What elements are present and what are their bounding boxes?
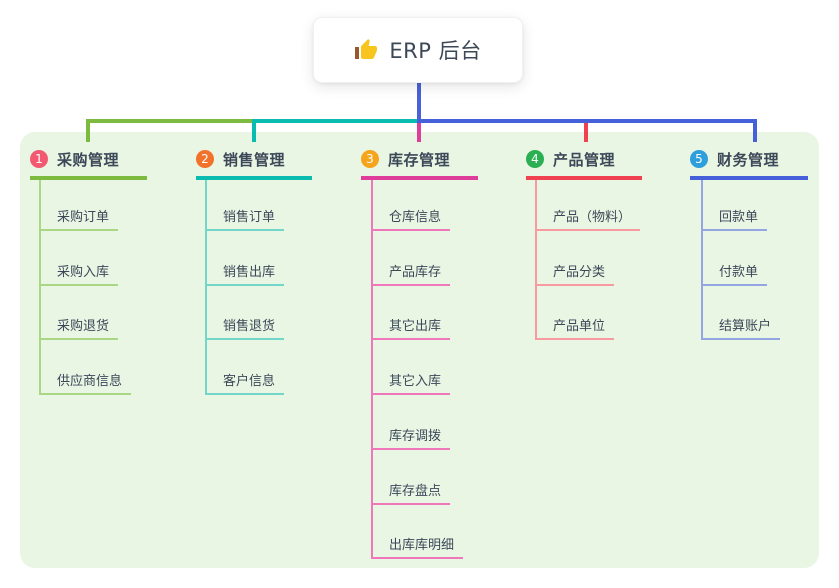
branch-node-2[interactable]: 2 销售管理 [196,148,312,180]
child-node[interactable]: 销售出库 [205,262,285,286]
branch-4-number-badge: 4 [526,150,544,168]
child-node[interactable]: 其它出库 [371,316,451,340]
branch-5-number-badge: 5 [690,150,708,168]
child-node[interactable]: 结算账户 [701,316,781,340]
child-node[interactable]: 采购退货 [39,316,119,340]
branch-1-number-badge: 1 [30,150,48,168]
branch-1-label: 采购管理 [57,150,120,169]
child-node[interactable]: 产品单位 [535,316,615,340]
child-node[interactable]: 库存盘点 [371,481,451,505]
branch-2-number-badge: 2 [196,150,214,168]
branch-node-1[interactable]: 1 采购管理 [30,148,147,180]
branch-4-child-rail [535,180,537,340]
child-node[interactable]: 采购订单 [39,207,119,231]
thumbs-up-cuff [355,47,360,59]
branch-4-label: 产品管理 [553,150,616,169]
branch-node-4[interactable]: 4 产品管理 [526,148,642,180]
child-node[interactable]: 销售订单 [205,207,285,231]
child-node[interactable]: 其它入库 [371,371,451,395]
branch-node-5[interactable]: 5 财务管理 [690,148,808,180]
branch-5-label: 财务管理 [717,150,780,169]
branch-2-label: 销售管理 [223,150,286,169]
child-node[interactable]: 库存调拨 [371,426,451,450]
child-node[interactable]: 供应商信息 [39,371,132,395]
branch-3-number-badge: 3 [361,150,379,168]
branch-5-child-rail [701,180,703,340]
child-node[interactable]: 回款单 [701,207,768,231]
child-node[interactable]: 产品库存 [371,262,451,286]
child-node[interactable]: 仓库信息 [371,207,451,231]
branch-node-3[interactable]: 3 库存管理 [361,148,478,180]
branch-3-label: 库存管理 [388,150,451,169]
child-node[interactable]: 客户信息 [205,371,285,395]
branches-panel [20,132,819,568]
child-node[interactable]: 采购入库 [39,262,119,286]
thumbs-up-hand [361,39,378,59]
child-node[interactable]: 销售退货 [205,316,285,340]
root-node[interactable]: ERP 后台 [313,17,523,83]
child-node[interactable]: 出库库明细 [371,535,464,559]
child-node[interactable]: 产品分类 [535,262,615,286]
branch-1-child-rail [39,180,41,395]
branch-3-child-rail [371,180,373,559]
root-node-label: ERP 后台 [389,39,482,63]
child-node[interactable]: 付款单 [701,262,768,286]
branch-2-child-rail [205,180,207,395]
child-node[interactable]: 产品（物料） [535,207,641,231]
thumbs-up-icon [355,39,378,59]
